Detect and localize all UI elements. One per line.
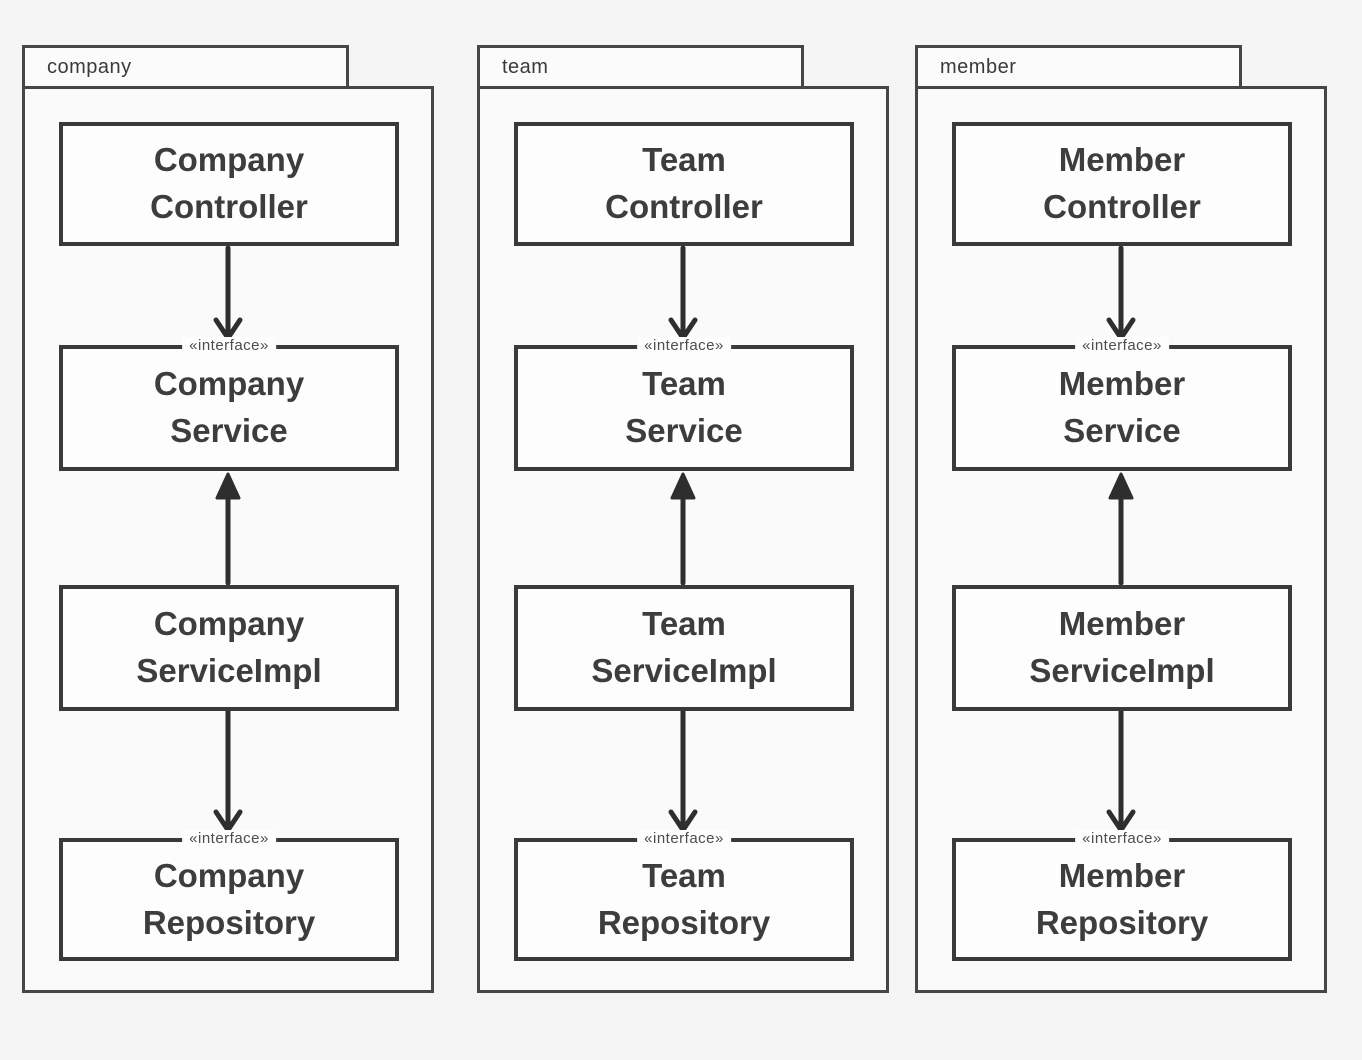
- package-member-name: member: [940, 55, 1017, 78]
- package-team-name: team: [502, 55, 549, 78]
- package-company-name: company: [47, 55, 132, 78]
- package-company-tab: company: [22, 45, 349, 89]
- package-company: company Company Controller «interface» C…: [22, 45, 434, 993]
- node-company-repository: «interface» Company Repository: [59, 830, 399, 961]
- package-member: member Member Controller «interface» Mem…: [915, 45, 1327, 993]
- dependency-arrow-down-icon: [668, 711, 698, 833]
- package-team-tab: team: [477, 45, 804, 89]
- package-member-tab: member: [915, 45, 1242, 89]
- interface-stereotype: «interface»: [1075, 337, 1169, 355]
- node-company-service: «interface» Company Service: [59, 337, 399, 471]
- node-label: Team Repository: [597, 856, 771, 941]
- node-member-controller: Member Controller: [952, 122, 1292, 246]
- node-member-repository: «interface» Member Repository: [952, 830, 1292, 961]
- dependency-arrow-down-icon: [1106, 711, 1136, 833]
- node-company-controller: Company Controller: [59, 122, 399, 246]
- node-label: Member Service: [1058, 365, 1186, 449]
- node-member-serviceimpl: Member ServiceImpl: [952, 585, 1292, 711]
- node-team-controller: Team Controller: [514, 122, 854, 246]
- dependency-arrow-down-icon: [213, 711, 243, 833]
- interface-stereotype: «interface»: [182, 337, 276, 355]
- node-label: Company ServiceImpl: [136, 605, 322, 689]
- realization-arrow-up-icon: [1108, 472, 1134, 585]
- node-label: Company Repository: [142, 856, 316, 941]
- realization-arrow-up-icon: [670, 472, 696, 585]
- node-team-repository: «interface» Team Repository: [514, 830, 854, 961]
- node-team-serviceimpl: Team ServiceImpl: [514, 585, 854, 711]
- node-team-service: «interface» Team Service: [514, 337, 854, 471]
- node-label: Team Service: [625, 365, 743, 449]
- interface-stereotype: «interface»: [637, 337, 731, 355]
- node-label: Team Controller: [605, 141, 763, 225]
- interface-stereotype: «interface»: [182, 830, 276, 848]
- interface-stereotype: «interface»: [1075, 830, 1169, 848]
- dependency-arrow-down-icon: [1106, 246, 1136, 341]
- node-label: Team ServiceImpl: [591, 605, 777, 689]
- node-member-service: «interface» Member Service: [952, 337, 1292, 471]
- node-label: Company Controller: [150, 141, 308, 225]
- node-label: Company Service: [153, 365, 305, 449]
- node-label: Member Controller: [1043, 141, 1201, 225]
- dependency-arrow-down-icon: [213, 246, 243, 341]
- node-label: Member ServiceImpl: [1029, 605, 1215, 689]
- package-team: team Team Controller «interface» Team Se…: [477, 45, 889, 993]
- node-label: Member Repository: [1035, 856, 1209, 941]
- dependency-arrow-down-icon: [668, 246, 698, 341]
- interface-stereotype: «interface»: [637, 830, 731, 848]
- node-company-serviceimpl: Company ServiceImpl: [59, 585, 399, 711]
- realization-arrow-up-icon: [215, 472, 241, 585]
